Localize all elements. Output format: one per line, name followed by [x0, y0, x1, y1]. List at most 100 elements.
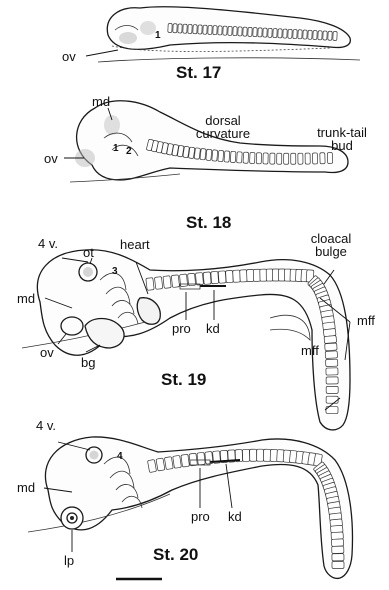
- somite: [242, 449, 249, 461]
- st19-mff-right-label: mff: [357, 314, 375, 327]
- somite: [200, 148, 206, 160]
- st18-dorsal-line2: curvature: [196, 126, 250, 141]
- somite: [218, 271, 226, 283]
- somite: [223, 26, 227, 35]
- st19-kd-label: kd: [206, 322, 220, 335]
- somite: [333, 31, 337, 40]
- somite: [293, 29, 297, 38]
- st17-ov-label: ov: [62, 50, 76, 63]
- somite: [243, 27, 247, 36]
- somite: [312, 153, 317, 164]
- somite: [331, 539, 343, 547]
- somite: [305, 153, 310, 164]
- somite: [193, 25, 197, 34]
- somite: [263, 449, 270, 461]
- st20-kd-label: kd: [228, 510, 242, 523]
- somite: [324, 336, 337, 344]
- st19-cloacal-bulge-label: cloacal bulge: [296, 232, 366, 258]
- somite: [171, 275, 179, 288]
- somite: [248, 27, 252, 36]
- somite: [332, 546, 344, 553]
- somite: [328, 31, 332, 40]
- st20-md-label: md: [17, 481, 35, 494]
- somite: [203, 272, 211, 285]
- somite: [237, 152, 243, 163]
- somite: [179, 274, 187, 287]
- st17-arch-number: 1: [155, 30, 161, 41]
- embryo-st17: [86, 7, 360, 62]
- somite: [197, 452, 205, 465]
- st19-md-label: md: [17, 292, 35, 305]
- st20-4v-label: 4 v.: [36, 419, 56, 432]
- somite: [256, 153, 261, 164]
- st20-stage-label: St. 20: [153, 545, 198, 565]
- somite: [198, 25, 202, 34]
- st19-heart-label: heart: [120, 238, 150, 251]
- somite: [331, 532, 343, 540]
- somite: [211, 271, 219, 283]
- somite: [298, 30, 302, 39]
- st19-bg-label: bg: [81, 356, 95, 369]
- somite: [230, 151, 236, 162]
- somite: [233, 270, 241, 282]
- somite: [263, 153, 268, 164]
- somite: [263, 28, 267, 37]
- somite: [188, 147, 194, 159]
- somite: [178, 24, 182, 33]
- somite: [250, 152, 255, 163]
- somite: [168, 23, 172, 32]
- somite: [326, 359, 338, 366]
- st19-stage-label: St. 19: [161, 370, 206, 390]
- somite: [325, 343, 337, 351]
- st18-dorsal-curvature-label: dorsal curvature: [188, 114, 258, 140]
- st18-arch1-number: 1: [113, 143, 119, 154]
- somite: [291, 153, 296, 164]
- st18-ov-label: ov: [44, 152, 58, 165]
- somite: [326, 368, 338, 375]
- somite: [326, 377, 338, 384]
- somite: [218, 26, 222, 35]
- somite: [173, 455, 182, 468]
- somite: [320, 153, 325, 164]
- somite: [228, 26, 232, 35]
- somite: [270, 153, 275, 164]
- somite: [332, 562, 344, 569]
- somite: [208, 25, 212, 34]
- st19-ot-label: ot: [83, 246, 94, 259]
- somite: [233, 27, 237, 36]
- somite: [277, 153, 282, 164]
- st20-pro-label: pro: [191, 510, 210, 523]
- somite: [243, 152, 249, 163]
- somite: [188, 24, 192, 33]
- somite: [173, 24, 177, 33]
- st20-arch-number: 4: [117, 451, 123, 462]
- somite: [194, 148, 200, 160]
- st19-4v-label: 4 v.: [38, 237, 58, 250]
- st19-mff-left-label: mff: [301, 344, 319, 357]
- somite: [283, 29, 287, 38]
- somite: [154, 277, 162, 290]
- somite: [326, 386, 338, 393]
- somite: [298, 153, 303, 164]
- embryo-st19: [22, 250, 350, 430]
- somite: [213, 26, 217, 35]
- somite: [253, 28, 257, 37]
- st18-trunk-tail-bud-label: trunk-tail bud: [302, 126, 382, 152]
- somite: [226, 270, 234, 282]
- st19-arch-number: 3: [112, 266, 118, 277]
- st17-stage-label: St. 17: [176, 63, 221, 83]
- st20-lp-label: lp: [64, 554, 74, 567]
- somite: [224, 151, 230, 162]
- st19-pro-label: pro: [172, 322, 191, 335]
- somite: [327, 152, 332, 163]
- somite: [257, 449, 264, 461]
- somite: [250, 449, 257, 461]
- somite: [212, 150, 218, 161]
- somite: [218, 150, 224, 161]
- somite: [303, 30, 307, 39]
- somite: [164, 457, 173, 470]
- somite: [325, 351, 337, 359]
- somite: [203, 25, 207, 34]
- somite: [258, 28, 262, 37]
